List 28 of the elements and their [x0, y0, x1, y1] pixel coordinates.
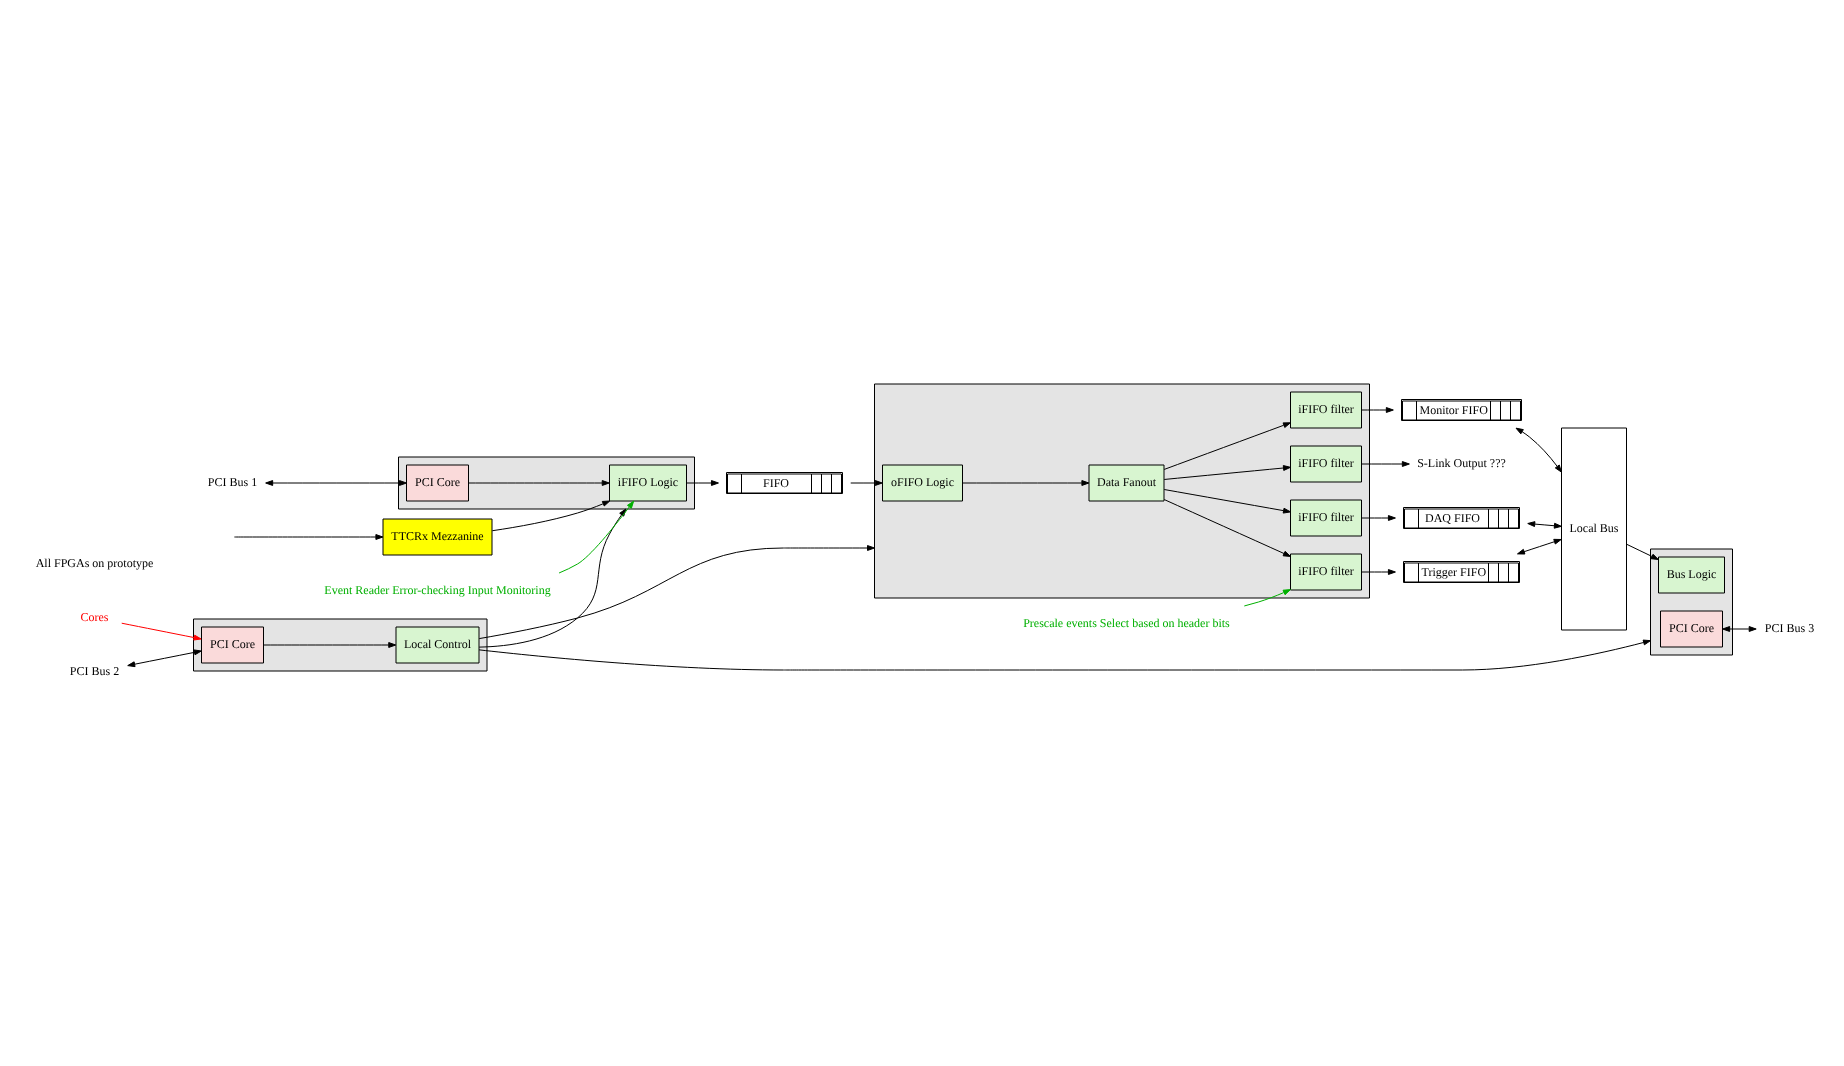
arrow [558, 500, 635, 574]
arrow [121, 622, 202, 641]
arrow [1527, 521, 1562, 529]
arrow [1722, 626, 1757, 632]
arrow [265, 480, 407, 486]
arrow [1243, 589, 1291, 607]
arrow [491, 500, 611, 532]
arrow [962, 480, 1090, 486]
arrow [1163, 465, 1291, 480]
arrow [1163, 489, 1291, 514]
arrow [1515, 427, 1562, 473]
arrow [1163, 422, 1291, 470]
arrow [478, 639, 1651, 671]
arrow [686, 480, 719, 486]
arrow [233, 534, 384, 540]
arrow [1163, 499, 1291, 557]
arrow [1516, 538, 1562, 555]
arrow [263, 642, 397, 648]
arrow [468, 480, 610, 486]
arrow [478, 545, 875, 640]
arrow [850, 480, 883, 486]
arrow [127, 649, 202, 668]
arrow [1626, 543, 1659, 560]
arrow [1361, 461, 1410, 467]
arrow [1361, 407, 1394, 413]
arrow [478, 508, 627, 648]
arrow [1361, 515, 1396, 521]
arrow [1361, 569, 1396, 575]
